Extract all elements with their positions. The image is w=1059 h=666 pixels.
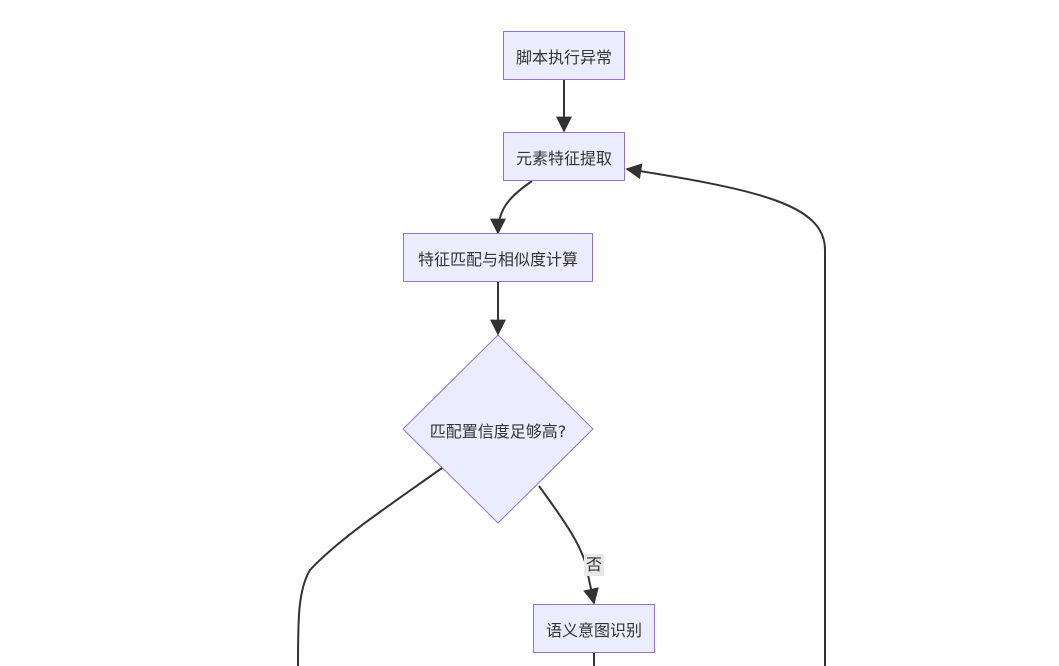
node-feature-extraction: 元素特征提取 <box>503 132 625 181</box>
node-feature-matching: 特征匹配与相似度计算 <box>403 233 593 282</box>
edge-label-no: 否 <box>584 554 605 576</box>
node-semantic-intent: 语义意图识别 <box>533 604 655 653</box>
node-script-exception-label: 脚本执行异常 <box>515 47 612 67</box>
edge-loop-back-to-extract <box>625 163 826 666</box>
node-feature-matching-label: 特征匹配与相似度计算 <box>417 249 578 269</box>
edge-decision-to-semantic <box>538 485 599 605</box>
decision-diamond <box>402 334 594 524</box>
edge-decision-left-branch <box>297 467 443 666</box>
node-semantic-intent-label: 语义意图识别 <box>545 620 642 640</box>
node-script-exception: 脚本执行异常 <box>503 31 625 80</box>
decision-label: 匹配置信度足够高? <box>429 422 567 441</box>
edge-extract-to-match <box>490 180 533 235</box>
node-feature-extraction-label: 元素特征提取 <box>515 148 612 168</box>
